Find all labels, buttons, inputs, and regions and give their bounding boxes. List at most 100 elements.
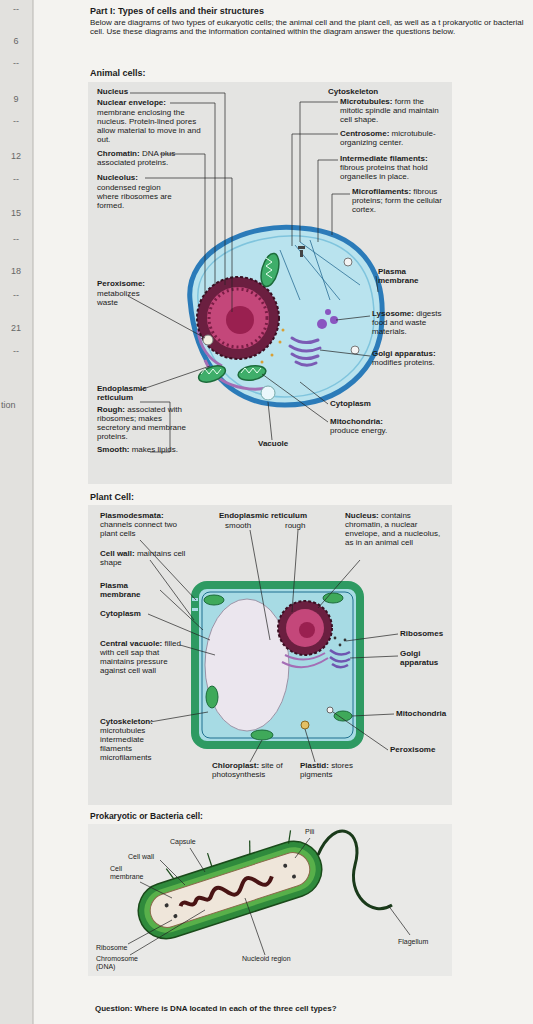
label-text: Flagellum: [398, 938, 428, 945]
label-text: --: [13, 174, 19, 184]
plant-cell: [323, 593, 343, 603]
label-text: Chromosome (DNA): [96, 955, 138, 970]
label-heading: Lysosome:: [372, 309, 414, 318]
label-heading: Animal cells:: [90, 68, 146, 78]
label-block: --: [2, 58, 30, 68]
label-block: Pili: [305, 828, 335, 836]
label-block: 6: [2, 36, 30, 46]
label-block: Plasma membrane: [378, 268, 438, 286]
label-block: Chromatin: DNA plus associated proteins.: [97, 150, 197, 168]
label-heading: Plasmodesmata:: [100, 511, 164, 520]
animal-cell: [310, 240, 330, 300]
label-heading: Peroxisome:: [97, 279, 145, 288]
label-block: Question: Where is DNA located in each o…: [95, 1005, 525, 1014]
plant-cell: [251, 730, 273, 740]
gutter: [0, 0, 33, 1024]
leader-line: [160, 154, 205, 295]
label-block: Nucleus: contains chromatin, a nuclear e…: [345, 512, 445, 548]
bacterium: [208, 853, 212, 866]
label-block: condensed region where ribosomes are for…: [97, 184, 182, 211]
animal-cell: [261, 361, 264, 364]
bacterium: [131, 834, 329, 946]
label-text: modifies proteins.: [372, 358, 435, 367]
label-block: Endoplasmic reticulum: [97, 385, 167, 403]
animal-cell: [237, 364, 267, 383]
bacterium: [164, 862, 297, 921]
plant-cell: [334, 637, 347, 647]
plant-cell: [334, 711, 352, 721]
label-text: 9: [13, 94, 18, 104]
plant-cell: [204, 593, 352, 740]
leader-line: [128, 920, 172, 944]
label-heading: Nucleus:: [345, 511, 379, 520]
animal-cell: [344, 258, 352, 266]
plant-cell: [334, 637, 337, 640]
plant-cell: [330, 650, 350, 655]
label-heading: Endoplasmic reticulum: [219, 511, 307, 520]
animal-cell: [271, 354, 274, 357]
leader-line: [262, 374, 328, 422]
leader-line: [332, 194, 350, 235]
animal-cell: [258, 252, 282, 289]
label-text: Nucleoid region: [242, 955, 291, 962]
leader-line: [250, 740, 262, 762]
label-text: 21: [11, 323, 21, 333]
label-heading: Intermediate filaments:: [340, 154, 428, 163]
animal-cell: [295, 245, 340, 300]
bacterium: [127, 821, 329, 946]
label-block: metabolizes waste: [97, 290, 157, 308]
plant-cell: [204, 595, 224, 605]
bacterium: [283, 863, 288, 868]
leader-line: [190, 848, 205, 872]
label-heading: Cytoplasm: [100, 609, 141, 618]
panel-background: [88, 82, 452, 976]
animal-cell: [317, 319, 327, 329]
animal-cell: [300, 242, 360, 285]
animal-cell: [190, 227, 383, 405]
label-text: Cell membrane: [110, 865, 143, 880]
leader-line: [376, 276, 378, 292]
animal-cell: [282, 329, 285, 332]
label-block: Vacuole: [258, 440, 308, 449]
animal-cell: [203, 335, 213, 345]
leader-line: [292, 530, 298, 612]
label-text: 6: [13, 36, 18, 46]
label-heading: Prokaryotic or Bacteria cell:: [90, 811, 203, 821]
label-block: Golgi apparatus: modifies proteins.: [372, 350, 450, 368]
bacterium: [246, 841, 254, 855]
leader-line: [140, 366, 210, 390]
label-text: rough: [285, 521, 305, 530]
leader-line: [150, 560, 194, 620]
label-heading: Microtubules:: [340, 97, 392, 106]
label-text: membrane enclosing the nucleus. Protein-…: [97, 108, 201, 144]
leader-line: [318, 560, 360, 608]
label-heading: Plastid:: [300, 761, 329, 770]
label-heading: Cell wall:: [100, 549, 135, 558]
animal-cell: [226, 306, 254, 334]
label-block: 9: [2, 94, 30, 104]
label-heading: Ribosomes: [400, 629, 443, 638]
bacterium: [127, 821, 392, 946]
label-block: Prokaryotic or Bacteria cell:: [90, 812, 340, 822]
label-block: Microtubules: form the mitotic spindle a…: [340, 98, 440, 125]
plant-cell: [195, 585, 360, 745]
label-block: Nucleolus:: [97, 174, 187, 183]
plant-cell: [278, 601, 332, 655]
label-block: membrane enclosing the nucleus. Protein-…: [97, 109, 215, 145]
label-block: Plasma membrane: [100, 582, 170, 600]
bacterium: [139, 842, 322, 939]
label-heading: Nuclear envelope:: [97, 98, 166, 107]
leader-line: [305, 729, 315, 762]
leader-line: [130, 910, 205, 955]
animal-cell: [261, 329, 285, 364]
animal-cell: [201, 369, 221, 374]
animal-cell: [290, 346, 320, 351]
bacterium: [166, 827, 295, 882]
label-heading: Golgi apparatus: [400, 649, 438, 667]
label-block: Microfilaments: fibrous proteins; form t…: [352, 188, 444, 215]
plant-cell: [286, 609, 324, 647]
label-text: fibrous proteins that hold organelles in…: [340, 163, 428, 181]
animal-cell: [209, 289, 267, 347]
label-heading: Nucleolus:: [97, 173, 138, 182]
